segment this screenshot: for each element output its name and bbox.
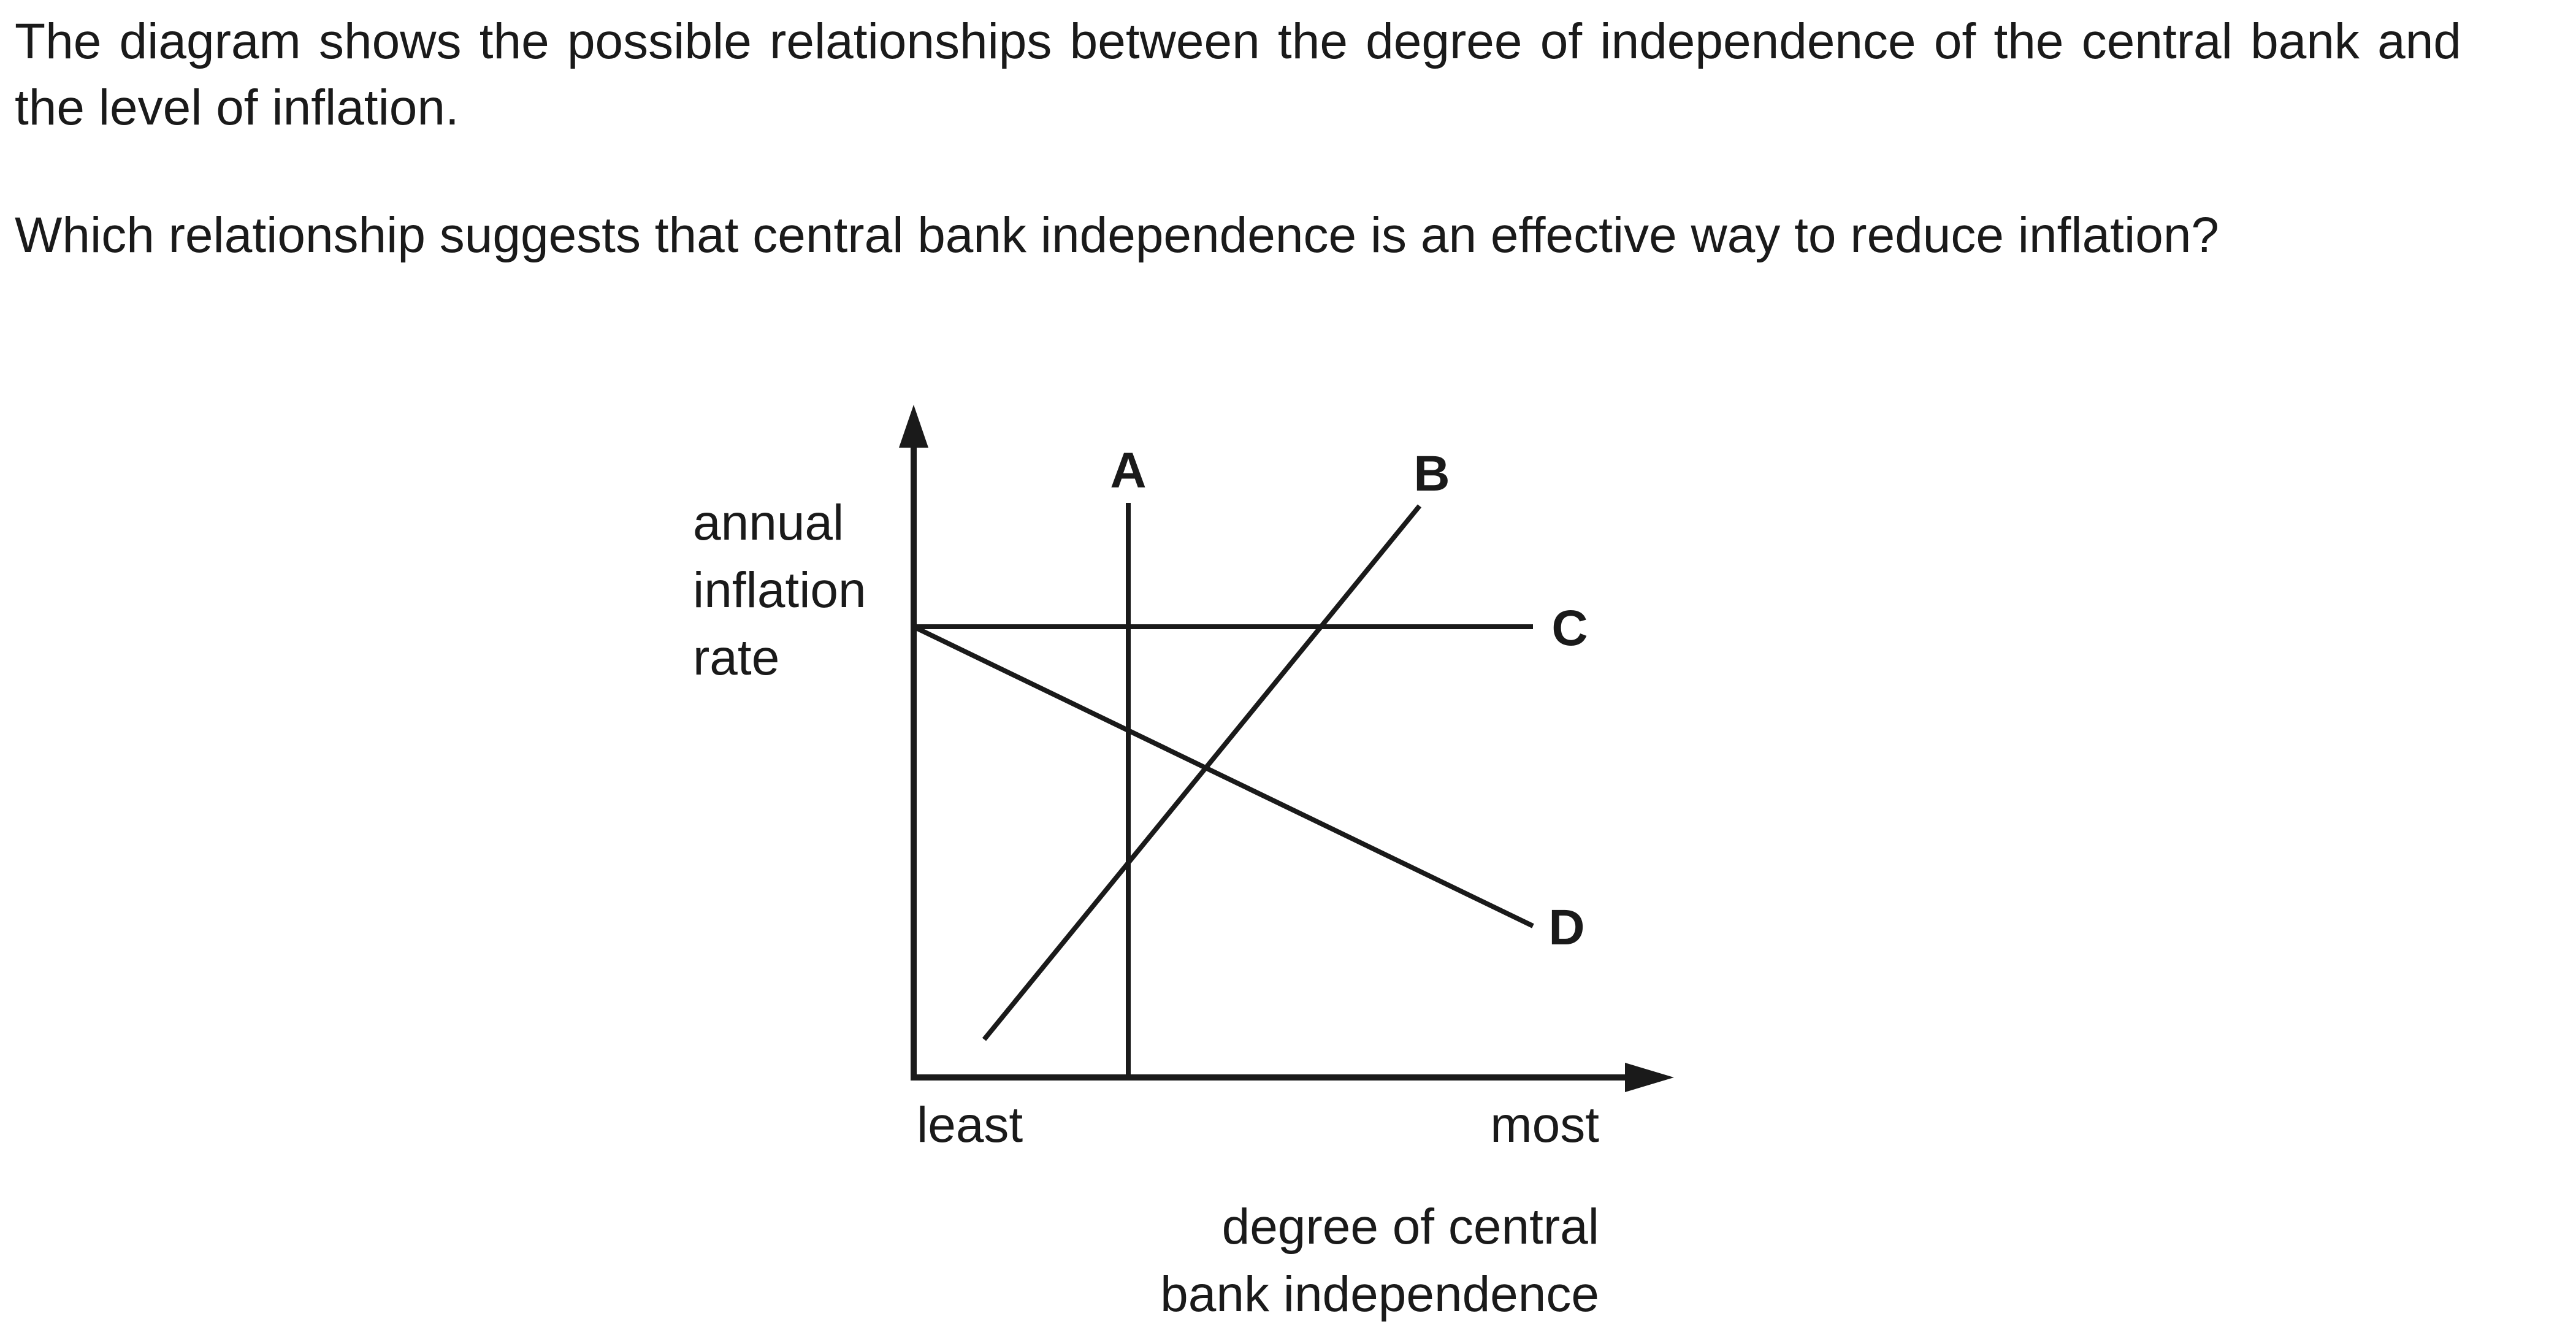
line-b-label: B <box>1413 446 1450 502</box>
line-b <box>982 504 1422 1041</box>
line-d <box>912 624 1534 928</box>
y-axis-label-line-3: rate <box>693 630 779 686</box>
x-axis-least-label: least <box>917 1097 1023 1153</box>
x-axis-label-line-1: degree of central <box>1222 1199 1599 1255</box>
y-axis-label-line-1: annual <box>693 495 844 551</box>
x-axis-label-line-2: bank independence <box>1160 1266 1599 1322</box>
y-axis-label-line-2: inflation <box>693 562 866 618</box>
line-c-label: C <box>1551 600 1588 656</box>
x-axis-arrowhead <box>1625 1063 1674 1092</box>
x-axis-most-label: most <box>1490 1097 1599 1153</box>
line-d-label: D <box>1548 900 1584 955</box>
question-intro: The diagram shows the possible relations… <box>15 13 2461 136</box>
y-axis-arrowhead <box>899 405 928 448</box>
question-prompt: Which relationship suggests that central… <box>15 207 2220 263</box>
line-a-label: A <box>1110 443 1146 499</box>
